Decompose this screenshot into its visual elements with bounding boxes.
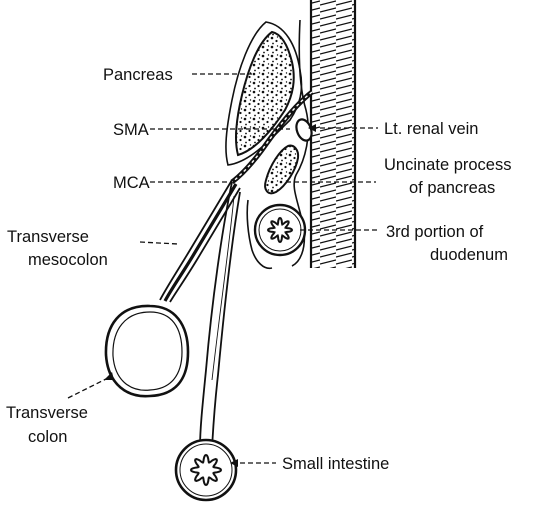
uncinate-process [265, 146, 298, 194]
label-duodenum-1: 3rd portion of [386, 223, 484, 241]
leader-colon [68, 378, 108, 398]
label-small-intestine: Small intestine [282, 455, 389, 473]
label-renal-vein: Lt. renal vein [384, 120, 478, 138]
label-transverse-mesocolon-1: Transverse [7, 228, 89, 246]
aorta [311, 0, 355, 268]
transverse-colon [106, 306, 188, 396]
label-duodenum-2: duodenum [430, 246, 508, 264]
label-pancreas: Pancreas [103, 66, 173, 84]
label-transverse-colon-1: Transverse [6, 404, 88, 422]
label-sma: SMA [113, 121, 149, 139]
leader-mesocolon [140, 242, 178, 244]
small-intestine [176, 440, 236, 500]
label-transverse-mesocolon-2: mesocolon [28, 251, 108, 269]
label-uncinate-2: of pancreas [409, 179, 495, 197]
label-uncinate-1: Uncinate process [384, 156, 511, 174]
label-transverse-colon-2: colon [28, 428, 67, 446]
mca-vessel [165, 184, 236, 301]
label-mca: MCA [113, 174, 150, 192]
duodenum [255, 205, 305, 255]
pancreas-body [236, 32, 294, 155]
